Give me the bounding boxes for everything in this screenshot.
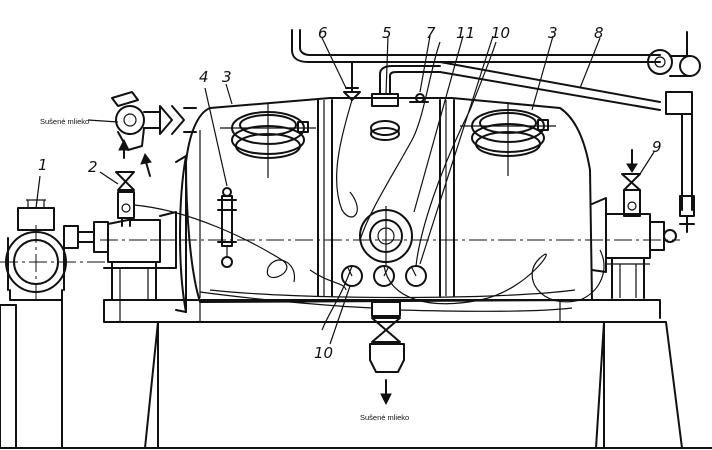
manhole-left <box>220 104 316 178</box>
right-valve <box>621 149 641 217</box>
callout-2: 2 <box>88 158 98 176</box>
steam-pipes <box>291 29 701 233</box>
callout-6: 6 <box>318 24 328 42</box>
manhole-right <box>460 102 556 176</box>
feed-valve <box>115 171 135 227</box>
caption-top-left: Sušené mlieko <box>40 117 89 126</box>
foundation <box>0 299 712 449</box>
callout-9: 9 <box>652 138 662 156</box>
flow-arrows <box>118 138 152 177</box>
outlet-cyclone <box>111 91 197 151</box>
callout-7: 7 <box>426 24 436 42</box>
bottom-outlet <box>369 301 405 406</box>
callout-3-left: 3 <box>222 68 232 86</box>
callout-labels: 1 2 4 3 6 5 7 11 10 3 8 9 10 <box>38 24 662 362</box>
callout-11: 11 <box>456 24 475 42</box>
top-inlet <box>370 93 429 141</box>
callout-10-bottom: 10 <box>314 344 333 362</box>
left-bearing-housing <box>100 211 190 301</box>
callout-4: 4 <box>199 68 209 86</box>
callout-3-right: 3 <box>548 24 558 42</box>
callout-1: 1 <box>38 156 48 174</box>
center-hub <box>359 206 413 266</box>
sight-glass <box>204 87 237 268</box>
drum <box>150 97 680 313</box>
leader-lines <box>35 35 655 345</box>
flexible-wires <box>133 41 605 331</box>
gauges <box>341 265 427 287</box>
callout-5: 5 <box>382 24 392 42</box>
caption-bottom: Sušené mlieko <box>360 413 409 422</box>
callout-10-top: 10 <box>491 24 510 42</box>
motor <box>0 199 110 301</box>
right-bearing-housing <box>591 197 677 299</box>
callout-8: 8 <box>594 24 604 42</box>
